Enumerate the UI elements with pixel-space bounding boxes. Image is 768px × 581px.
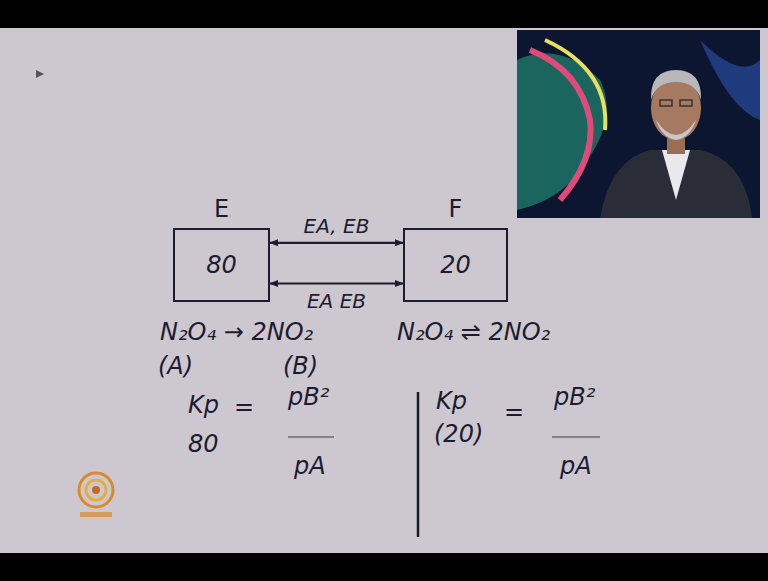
box-heading: F [405,195,506,224]
presenter-beard [656,120,696,140]
box-heading: E [175,195,268,224]
letterbox-bar [0,553,768,581]
transfer-arrow [270,242,403,244]
bullet-mark [36,70,44,78]
formula-text: Kp [436,387,467,416]
arrow-label: EA, EB [301,214,373,238]
formula-text: pB² [554,383,595,412]
box-value: 20 [440,251,471,280]
formula-text: pB² [288,383,329,412]
box-value: 80 [206,251,237,280]
inset-frame [517,30,760,218]
backdrop-swirl [545,40,605,130]
presenter-hair [651,70,701,100]
formula-text: N₂O₄ ⇌ 2NO₂ [397,318,550,347]
logo-band [80,512,112,517]
formula-text: pA [560,452,592,481]
formula-text: (B) [283,352,318,381]
formula-text: = [234,393,254,422]
formula-text: Kp [188,391,219,420]
backdrop-swirl [700,40,760,120]
channel-logo [79,473,113,517]
presenter-glasses [660,100,672,106]
logo-ring [79,473,113,507]
arrow-label: EA EB [304,289,369,313]
formula-text: (20) [434,420,483,449]
presenter-glasses [680,100,692,106]
presenter-inset [517,30,760,218]
presenter-shirt [662,150,690,200]
presenter-neck [667,138,685,154]
divider-line [417,392,420,537]
formula-text: (A) [158,352,193,381]
state-box: E80 [173,228,270,302]
formula-text: 80 [188,430,219,459]
backdrop-swirl [530,50,591,200]
formula-text: pA [294,452,326,481]
logo-dot [92,486,100,494]
presenter-suit [600,150,752,218]
fraction-bar [552,436,600,438]
letterbox-bar [0,0,768,28]
state-box: F20 [403,228,508,302]
logo-ring [86,480,106,500]
transfer-arrow [270,282,403,284]
formula-text: = [504,398,524,427]
formula-text: N₂O₄ → 2NO₂ [160,318,313,347]
fraction-bar [288,436,334,438]
